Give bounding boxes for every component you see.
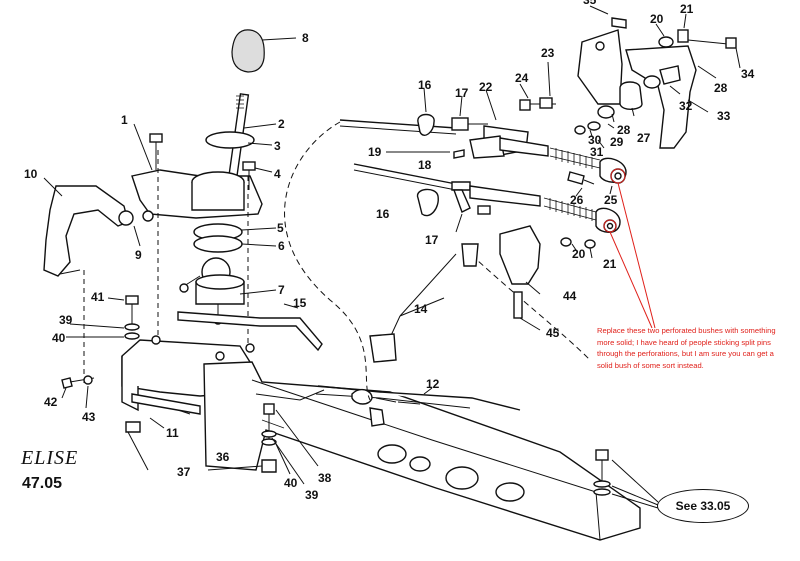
part-label-37: 37 [177, 465, 191, 479]
part-label-38: 38 [318, 471, 332, 485]
bolt-stack [261, 403, 319, 485]
part-label-29: 29 [610, 135, 624, 149]
part-label-6: 6 [278, 239, 285, 253]
part-label-19: 19 [368, 145, 382, 159]
gear-cables [284, 121, 591, 411]
part-label-44: 44 [563, 289, 577, 303]
part-label-5: 5 [277, 221, 284, 235]
part-label-10: 10 [24, 167, 38, 181]
part-label-16b: 16 [376, 207, 390, 221]
part-label-8: 8 [302, 31, 309, 45]
part-label-27: 27 [637, 131, 651, 145]
selector-rod [125, 393, 277, 473]
part-label-36: 36 [216, 450, 230, 464]
part-label-34: 34 [741, 67, 755, 81]
part-label-31: 31 [590, 145, 604, 159]
part-label-39a: 39 [59, 313, 73, 327]
part-label-39b: 39 [305, 488, 319, 502]
part-label-45: 45 [546, 326, 560, 340]
part-label-16a: 16 [418, 78, 432, 92]
part-label-4: 4 [274, 167, 281, 181]
part-label-42: 42 [44, 395, 58, 409]
see-reference-label: See 33.05 [675, 499, 731, 513]
part-label-17a: 17 [455, 86, 469, 100]
rod-15 [177, 303, 323, 352]
annotation-pointers [603, 168, 656, 329]
mount-bolts [593, 449, 659, 509]
part-label-18: 18 [418, 158, 432, 172]
annotation-note: Replace these two perforated bushes with… [597, 326, 776, 370]
part-label-9: 9 [135, 248, 142, 262]
part-label-22: 22 [479, 80, 493, 94]
part-label-28b: 28 [714, 81, 728, 95]
part-label-15: 15 [293, 296, 307, 310]
part-label-3: 3 [274, 139, 281, 153]
part-label-33: 33 [717, 109, 731, 123]
page-reference: 47.05 [22, 475, 63, 492]
part-label-14: 14 [414, 302, 428, 316]
cable-end-lower [353, 163, 621, 331]
part-label-40a: 40 [52, 331, 66, 345]
part-label-25: 25 [604, 193, 618, 207]
cable-mount-bracket [577, 5, 741, 149]
selector-lever [43, 177, 154, 384]
part-label-7: 7 [278, 283, 285, 297]
part-label-1: 1 [121, 113, 128, 127]
part-label-41: 41 [91, 290, 105, 304]
part-label-24: 24 [515, 71, 529, 85]
part-label-28a: 28 [617, 123, 631, 137]
part-label-21a: 21 [680, 2, 694, 16]
part-label-43: 43 [82, 410, 96, 424]
part-label-21b: 21 [603, 257, 617, 271]
part-label-17b: 17 [425, 233, 439, 247]
part-label-40b: 40 [284, 476, 298, 490]
brand-logo: ELISE [21, 447, 79, 469]
part-label-35: 35 [583, 0, 597, 7]
see-reference-callout: See 33.05 [657, 489, 749, 523]
part-labels: 1 2 3 4 5 6 7 8 9 10 11 12 14 15 16 16 1… [24, 0, 755, 502]
lever-housing [131, 123, 277, 356]
gear-knob [231, 29, 297, 73]
part-label-2: 2 [278, 117, 285, 131]
bolts [61, 133, 273, 409]
part-label-30: 30 [588, 133, 602, 147]
part-label-32: 32 [679, 99, 693, 113]
part-label-11: 11 [166, 426, 179, 440]
chassis-bracket [121, 335, 641, 541]
part-label-12: 12 [426, 377, 440, 391]
part-label-20b: 20 [572, 247, 586, 261]
part-label-26: 26 [570, 193, 584, 207]
part-label-23: 23 [541, 46, 555, 60]
part-label-20a: 20 [650, 12, 664, 26]
